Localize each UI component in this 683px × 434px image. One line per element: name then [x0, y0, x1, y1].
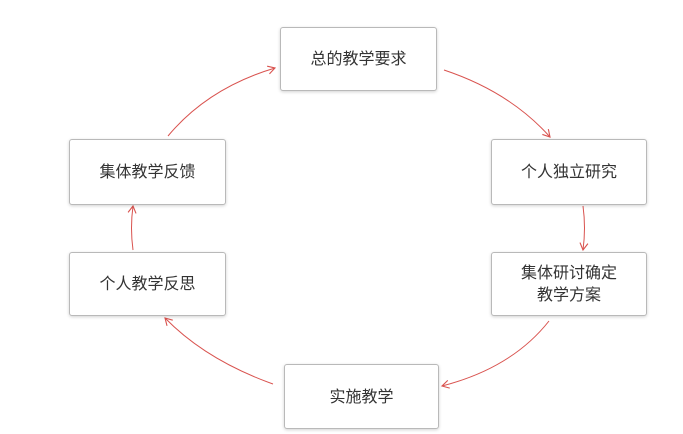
node-overall-teaching-requirements: 总的教学要求 — [280, 27, 437, 91]
arrow-collective-plan-to-implement — [440, 320, 550, 389]
arrow-goal-to-independent — [443, 69, 551, 138]
node-implement-teaching: 实施教学 — [284, 364, 439, 429]
arrow-reflection-to-feedback — [127, 204, 137, 251]
arrow-implement-to-reflection — [164, 317, 274, 385]
node-collective-discussion-teaching-plan: 集体研讨确定 教学方案 — [491, 252, 647, 316]
node-individual-teaching-reflection: 个人教学反思 — [69, 252, 226, 316]
arrow-feedback-to-goal — [167, 65, 277, 137]
node-individual-independent-research: 个人独立研究 — [491, 139, 647, 205]
node-collective-teaching-feedback: 集体教学反馈 — [69, 139, 226, 205]
arrow-independent-to-collective-plan — [579, 205, 589, 252]
